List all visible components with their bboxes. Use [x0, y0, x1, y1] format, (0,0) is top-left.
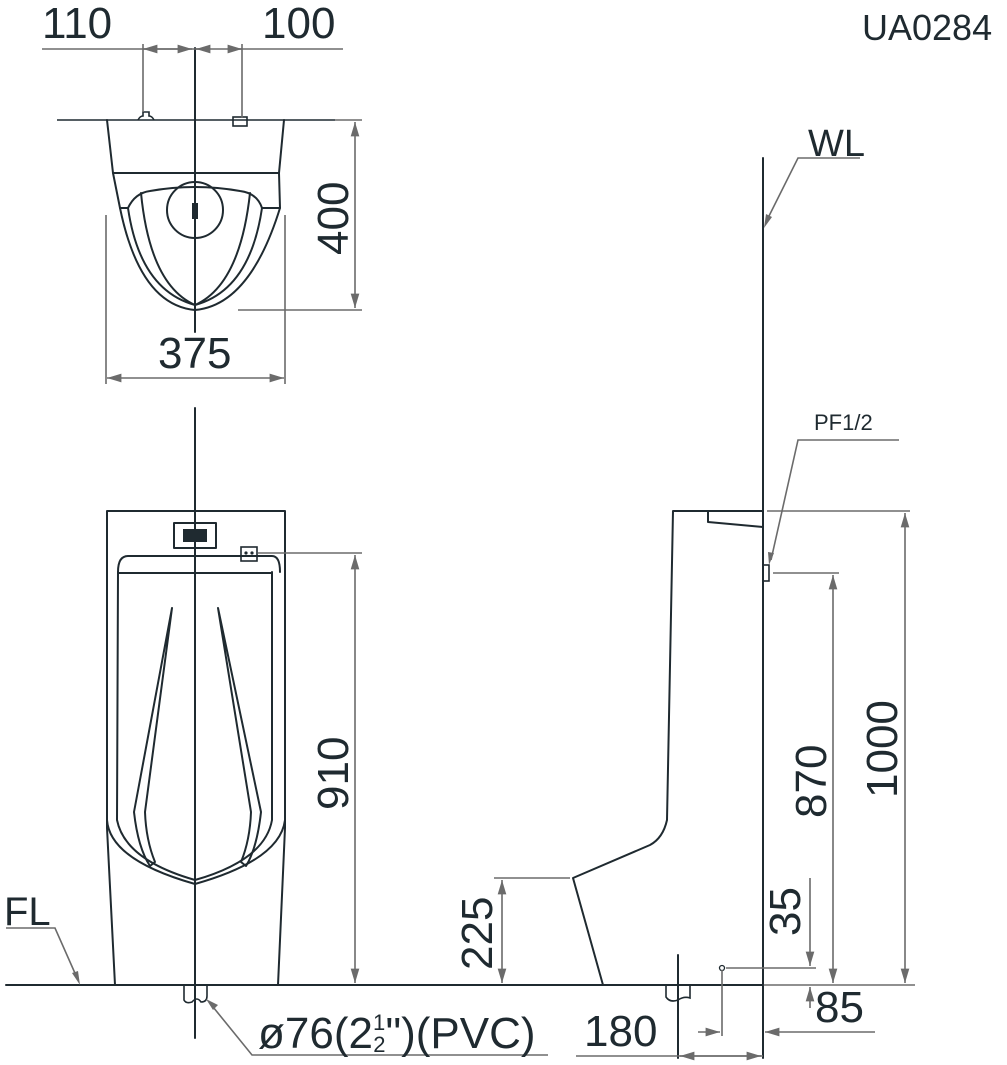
fl-leader — [6, 927, 79, 981]
dim-100: 100 — [262, 0, 335, 48]
bowl-outline — [112, 172, 281, 311]
splash-guard-right — [217, 607, 262, 867]
front-body-outline — [106, 510, 286, 986]
outlet-leader — [208, 1001, 548, 1056]
dim-110: 110 — [42, 0, 112, 48]
dim-225: 225 — [453, 897, 502, 970]
bowl-front-lip — [106, 819, 286, 885]
drain-circle — [166, 181, 224, 239]
bowl-inner — [116, 571, 273, 881]
outlet-pipe — [183, 986, 208, 1004]
dim-35: 35 — [761, 887, 810, 936]
inlet-fitting-right — [232, 116, 248, 127]
dim-400: 400 — [309, 182, 358, 255]
dim-180: 180 — [584, 1007, 657, 1056]
drain-slot — [192, 203, 198, 219]
floor-level-label: FL — [4, 890, 51, 934]
bowl-inner-2 — [140, 192, 251, 306]
dim-375: 375 — [158, 329, 231, 378]
side-body-outline — [572, 510, 764, 986]
inlet-fitting-side — [762, 564, 770, 582]
wl-leader — [765, 157, 860, 223]
top-view: 110 100 400 375 — [42, 0, 362, 384]
bowl-rim — [119, 186, 281, 209]
inlet-box — [240, 546, 258, 562]
model-code: UA0284 — [862, 7, 992, 48]
splash-guard-left — [133, 607, 173, 867]
inlet-fitting-left — [137, 111, 155, 121]
inlet-thread-label: PF1/2 — [814, 410, 873, 435]
pf-leader — [770, 439, 899, 561]
dim-870: 870 — [787, 745, 836, 818]
bowl-top-rim — [117, 555, 281, 573]
side-view: WL PF1/2 1000 870 225 35 85 — [453, 123, 915, 1061]
outlet-centre-point — [718, 964, 726, 972]
dim-1000: 1000 — [858, 700, 907, 798]
tank-outline — [106, 119, 285, 174]
dim-910: 910 — [309, 737, 358, 810]
dim-85: 85 — [815, 983, 864, 1032]
sensor-eye — [183, 529, 207, 542]
top-cap-profile — [707, 510, 764, 528]
sensor-window — [173, 522, 217, 549]
